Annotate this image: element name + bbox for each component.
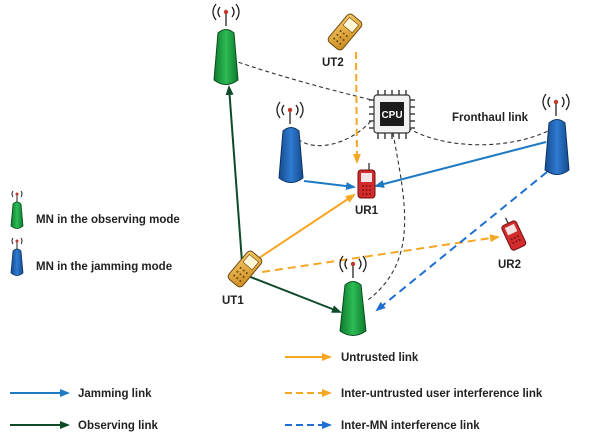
fronthaul-left-mn [289, 119, 373, 147]
ut1-label: UT1 [222, 295, 244, 307]
link-legend: Untrusted link Jamming link Inter-untrus… [10, 352, 543, 432]
ur1-label: UR1 [355, 205, 379, 217]
ur2-label: UR2 [498, 259, 521, 271]
ut2-phone-icon [327, 13, 363, 51]
blue-mn-icon [544, 119, 570, 175]
blue-mn-icon [278, 127, 304, 183]
ut2-label: UT2 [322, 57, 344, 69]
legend-untrusted-label: Untrusted link [341, 352, 419, 364]
jamming-mn-right [542, 93, 570, 175]
ur2-phone-icon [501, 217, 527, 251]
cpu-icon: CPU [369, 90, 415, 139]
cpu-label: CPU [381, 110, 402, 121]
untrusted-links [252, 51, 500, 273]
ut1-phone-icon [227, 250, 263, 288]
observing-mn-top [212, 3, 240, 85]
green-mn-icon [339, 281, 367, 336]
antenna-icon [276, 101, 304, 124]
legend-jamming-mn-icon [10, 237, 24, 276]
jamming-link-left-ur1 [303, 180, 356, 191]
jamming-mn-left [276, 101, 304, 183]
antenna-icon [212, 3, 240, 26]
observing-link-ut1-top [225, 85, 243, 263]
green-mn-icon [213, 29, 239, 85]
legend-jamming-label: Jamming link [78, 388, 152, 400]
legend-jamming-mn-label: MN in the jamming mode [36, 261, 172, 273]
legend-observing-label: Observing link [78, 420, 158, 432]
fronthaul-right-mn [407, 127, 551, 146]
interference-link-ut1-ur2 [261, 234, 500, 273]
antenna-icon [542, 93, 570, 116]
legend-observing-mn-icon [10, 190, 24, 229]
fronthaul-top-mn [231, 59, 373, 101]
legend-inter-user-label: Inter-untrusted user interference link [341, 388, 543, 400]
antenna-icon [339, 255, 367, 278]
ur1-phone-icon [357, 163, 376, 199]
untrusted-link-ut1-ur1 [252, 193, 356, 263]
jamming-links [303, 141, 547, 191]
observing-mn-bottom [339, 255, 367, 336]
legend-observing-mn-label: MN in the observing mode [36, 214, 180, 226]
untrusted-link-ut2-ur1 [352, 51, 361, 164]
legend-inter-mn-label: Inter-MN interference link [341, 420, 480, 432]
observing-link-ut1-bottom [247, 275, 342, 313]
fronthaul-bottom-mn [367, 132, 406, 301]
inter-mn-interference-link [375, 171, 548, 312]
jamming-link-right-ur1 [374, 141, 547, 188]
mn-legend: MN in the observing mode MN in the jammi… [10, 190, 180, 276]
fronthaul-label: Fronthaul link [452, 112, 529, 124]
observing-links [225, 85, 342, 313]
